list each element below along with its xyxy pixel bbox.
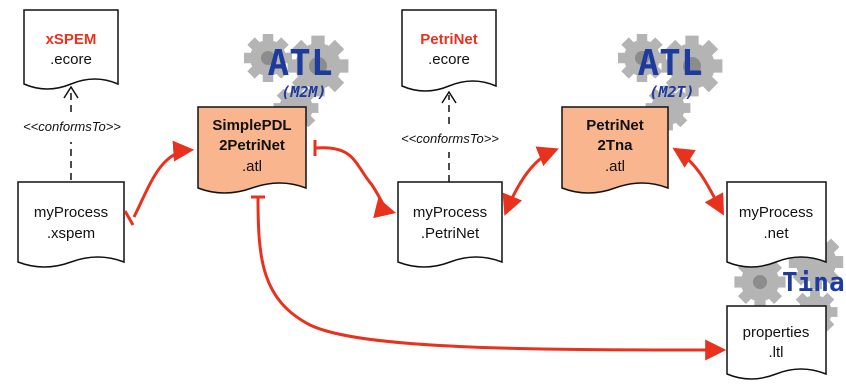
transformation-line1: PetriNet xyxy=(586,117,644,134)
document-ext: .ecore xyxy=(50,51,92,68)
conforms-line-left xyxy=(63,85,79,180)
conforms-label-left: <<conformsTo>> xyxy=(23,119,121,134)
document-ext: .ecore xyxy=(428,51,470,68)
document-ext: .xspem xyxy=(47,225,95,242)
tool-mode-m2m: (M2M) xyxy=(281,83,326,101)
transformation-line2: 2Tna xyxy=(597,137,633,154)
conforms-line-right xyxy=(441,90,457,182)
transformation-ext: .atl xyxy=(605,158,625,175)
arrow-tna-net-bidirectional xyxy=(672,147,725,216)
arrow-simplepdl-to-properties xyxy=(256,196,727,361)
document-properties-ltl[interactable]: properties .ltl xyxy=(726,305,827,380)
transformation-line1: SimplePDL xyxy=(212,117,291,134)
transformation-line2: 2PetriNet xyxy=(219,137,285,154)
document-myprocess-petrinet[interactable]: myProcess .PetriNet xyxy=(397,181,503,268)
document-name: properties xyxy=(743,324,810,341)
tool-label-tina: Tina xyxy=(782,268,845,298)
document-name: xSPEM xyxy=(46,31,97,48)
document-ext: .ltl xyxy=(769,344,784,361)
document-petrinet-ecore[interactable]: PetriNet .ecore xyxy=(401,9,497,92)
document-myprocess-xspem[interactable]: myProcess .xspem xyxy=(17,181,125,268)
gear-icon-tina xyxy=(734,234,844,335)
arrow-petrinet-tna-bidirectional xyxy=(502,146,559,216)
document-name: myProcess xyxy=(34,204,108,221)
arrow-simplepdl-to-petrinet xyxy=(315,146,397,219)
document-name: PetriNet xyxy=(420,31,478,48)
tool-label-atl-m2t: ATL xyxy=(637,43,702,84)
document-name: myProcess xyxy=(739,204,813,221)
document-ext: .net xyxy=(763,225,789,242)
gear-icon-atl-m2m xyxy=(244,34,349,131)
arrow-xspem-to-simplepdl xyxy=(132,140,195,218)
transformation-ext: .atl xyxy=(242,158,262,175)
tool-mode-m2t: (M2T) xyxy=(649,83,694,101)
gear-icon-atl-m2t xyxy=(618,34,723,131)
document-ext: .PetriNet xyxy=(421,225,480,242)
arrow-tail-xspem xyxy=(123,210,135,226)
document-name: myProcess xyxy=(413,204,487,221)
conforms-label-right: <<conformsTo>> xyxy=(401,131,499,146)
transformation-petrinet2tna[interactable]: PetriNet 2Tna .atl xyxy=(561,106,669,194)
transformation-simplepdl2petrinet[interactable]: SimplePDL 2PetriNet .atl xyxy=(197,106,307,194)
tool-label-atl-m2m: ATL xyxy=(267,43,332,84)
document-xspem-ecore[interactable]: xSPEM .ecore xyxy=(23,9,119,90)
document-myprocess-net[interactable]: myProcess .net xyxy=(726,181,827,268)
